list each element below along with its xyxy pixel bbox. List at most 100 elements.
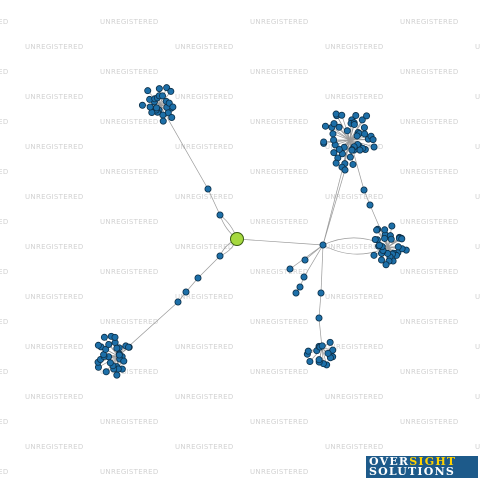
entity-node[interactable] — [102, 345, 110, 353]
entity-node[interactable] — [155, 85, 163, 93]
entity-node[interactable] — [216, 252, 224, 260]
entity-node[interactable] — [105, 340, 113, 348]
entity-node[interactable] — [361, 130, 369, 138]
entity-node[interactable] — [106, 359, 114, 367]
entity-node[interactable] — [330, 120, 338, 128]
entity-node[interactable] — [381, 234, 389, 242]
entity-node[interactable] — [159, 117, 167, 125]
entity-node[interactable] — [304, 347, 312, 355]
entity-node[interactable] — [329, 346, 337, 354]
entity-node[interactable] — [111, 333, 119, 341]
entity-node[interactable] — [113, 371, 121, 379]
entity-node[interactable] — [371, 236, 379, 244]
entity-node[interactable] — [204, 185, 212, 193]
watermark-text: UNREGISTERED — [100, 318, 159, 326]
watermark-text: UNREGISTERED — [175, 443, 234, 451]
entity-node[interactable] — [382, 261, 390, 269]
graph-edge — [331, 127, 351, 141]
entity-node[interactable] — [125, 343, 133, 351]
entity-node[interactable] — [100, 333, 108, 341]
entity-node[interactable] — [353, 132, 361, 140]
entity-node[interactable] — [94, 341, 102, 349]
entity-node[interactable] — [335, 145, 343, 153]
entity-node[interactable] — [341, 166, 349, 174]
entity-node[interactable] — [167, 87, 175, 95]
entity-node[interactable] — [381, 226, 389, 234]
entity-node[interactable] — [330, 149, 338, 157]
entity-node[interactable] — [326, 338, 334, 346]
entity-node[interactable] — [360, 124, 368, 132]
entity-node[interactable] — [315, 314, 323, 322]
entity-node[interactable] — [159, 92, 167, 100]
center-entity-node[interactable] — [230, 232, 244, 246]
watermark-text: UNREGISTERED — [475, 293, 480, 301]
watermark-text: UNREGISTERED — [0, 118, 9, 126]
entity-node[interactable] — [296, 283, 304, 291]
watermark-text: UNREGISTERED — [25, 393, 84, 401]
entity-node[interactable] — [120, 357, 128, 365]
entity-node[interactable] — [168, 113, 176, 121]
entity-node[interactable] — [338, 111, 346, 119]
entity-node[interactable] — [115, 351, 123, 359]
entity-node[interactable] — [358, 116, 366, 124]
entity-node[interactable] — [102, 368, 110, 376]
entity-node[interactable] — [343, 127, 351, 135]
entity-node[interactable] — [174, 298, 182, 306]
entity-node[interactable] — [292, 289, 300, 297]
entity-node[interactable] — [378, 256, 386, 264]
watermark-text: UNREGISTERED — [400, 18, 459, 26]
watermark-text: UNREGISTERED — [400, 268, 459, 276]
entity-node[interactable] — [363, 112, 371, 120]
entity-node[interactable] — [366, 201, 374, 209]
entity-node[interactable] — [398, 235, 406, 243]
entity-node[interactable] — [360, 186, 368, 194]
entity-node[interactable] — [332, 159, 340, 167]
entity-node[interactable] — [286, 265, 294, 273]
entity-node[interactable] — [388, 222, 396, 230]
entity-node[interactable] — [348, 146, 356, 154]
entity-node[interactable] — [329, 130, 337, 138]
entity-node[interactable] — [387, 235, 395, 243]
entity-node[interactable] — [306, 357, 314, 365]
entity-node[interactable] — [194, 274, 202, 282]
entity-node[interactable] — [370, 143, 378, 151]
watermark-text: UNREGISTERED — [325, 193, 384, 201]
entity-node[interactable] — [216, 211, 224, 219]
entity-node[interactable] — [317, 289, 325, 297]
entity-node[interactable] — [318, 342, 326, 350]
entity-node[interactable] — [144, 87, 152, 95]
oversight-solutions-logo: OVERSIGHT SOLUTIONS — [366, 456, 478, 478]
entity-node[interactable] — [324, 349, 332, 357]
entity-node[interactable] — [394, 243, 402, 251]
entity-node[interactable] — [369, 136, 377, 144]
entity-node[interactable] — [169, 103, 177, 111]
entity-node[interactable] — [113, 344, 121, 352]
entity-node[interactable] — [138, 101, 146, 109]
entity-node[interactable] — [319, 241, 327, 249]
entity-node[interactable] — [332, 110, 340, 118]
watermark-text: UNREGISTERED — [175, 143, 234, 151]
watermark-text: UNREGISTERED — [250, 418, 309, 426]
entity-node[interactable] — [315, 356, 323, 364]
entity-node[interactable] — [356, 146, 364, 154]
entity-node[interactable] — [350, 121, 358, 129]
entity-node[interactable] — [370, 251, 378, 259]
entity-node[interactable] — [300, 273, 308, 281]
watermark-text: UNREGISTERED — [250, 168, 309, 176]
watermark-text: UNREGISTERED — [0, 468, 9, 476]
entity-node[interactable] — [335, 123, 343, 131]
entity-node[interactable] — [320, 138, 328, 146]
entity-node[interactable] — [182, 288, 190, 296]
entity-node[interactable] — [346, 153, 354, 161]
watermark-text: UNREGISTERED — [25, 43, 84, 51]
graph-edge — [159, 104, 209, 190]
entity-node[interactable] — [321, 122, 329, 130]
entity-node[interactable] — [373, 226, 381, 234]
entity-node[interactable] — [330, 136, 338, 144]
entity-node[interactable] — [301, 256, 309, 264]
entity-node[interactable] — [349, 160, 357, 168]
entity-node[interactable] — [146, 103, 154, 111]
watermark-layer: UNREGISTERED UNREGISTERED UNREGISTERED UNRE… — [0, 18, 480, 476]
entity-node[interactable] — [153, 104, 161, 112]
entity-node[interactable] — [352, 112, 360, 120]
